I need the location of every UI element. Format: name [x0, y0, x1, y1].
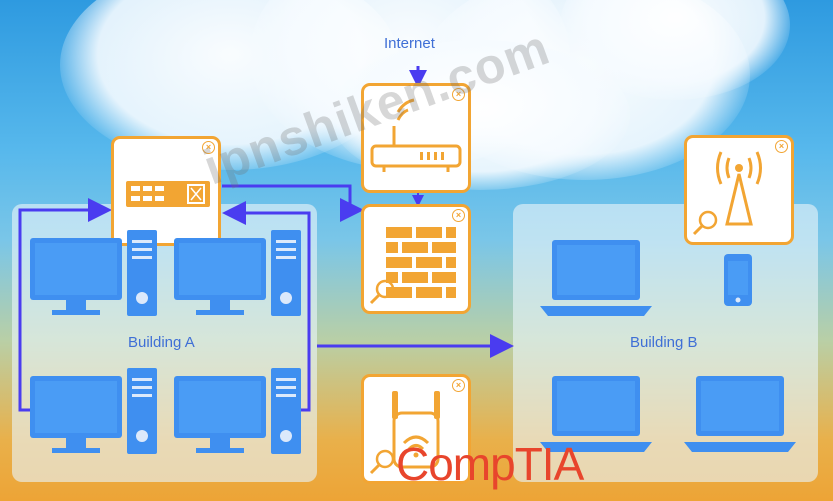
close-icon[interactable]: × — [452, 88, 465, 101]
close-icon[interactable]: × — [452, 379, 465, 392]
laptop-computer[interactable] — [540, 374, 652, 456]
desktop-computer[interactable] — [174, 230, 306, 320]
switch-icon — [126, 181, 210, 207]
switch-device[interactable]: × — [111, 136, 221, 246]
magnifier-icon[interactable] — [368, 277, 398, 307]
close-icon[interactable]: × — [452, 209, 465, 222]
desktop-computer[interactable] — [174, 368, 306, 458]
laptop-computer[interactable] — [540, 238, 652, 320]
building-a-label: Building A — [128, 334, 195, 351]
wire-pc-right-switch — [222, 201, 311, 412]
laptop-computer[interactable] — [684, 374, 796, 456]
comptia-logo: CompTIA — [396, 438, 584, 490]
building-b-label: Building B — [630, 334, 698, 351]
wire-switch-firewall — [222, 184, 364, 222]
close-icon[interactable]: × — [775, 140, 788, 153]
router-device[interactable]: × — [361, 83, 471, 193]
desktop-computer[interactable] — [30, 230, 162, 320]
wireless-antenna-icon — [716, 151, 762, 226]
smartphone[interactable] — [723, 253, 753, 307]
wire-pc-left-switch — [18, 198, 112, 412]
firewall-device[interactable]: × — [361, 204, 471, 314]
wifi-extender-device[interactable]: × — [361, 374, 471, 484]
magnifier-icon[interactable] — [368, 447, 398, 477]
magnifier-icon[interactable] — [691, 208, 721, 238]
desktop-computer[interactable] — [30, 368, 162, 458]
router-icon — [370, 98, 462, 172]
close-icon[interactable]: × — [202, 141, 215, 154]
wireless-access-point-device[interactable]: × — [684, 135, 794, 245]
wifi-extender-icon — [392, 391, 440, 469]
internet-label: Internet — [384, 35, 435, 52]
firewall-icon — [386, 227, 456, 298]
